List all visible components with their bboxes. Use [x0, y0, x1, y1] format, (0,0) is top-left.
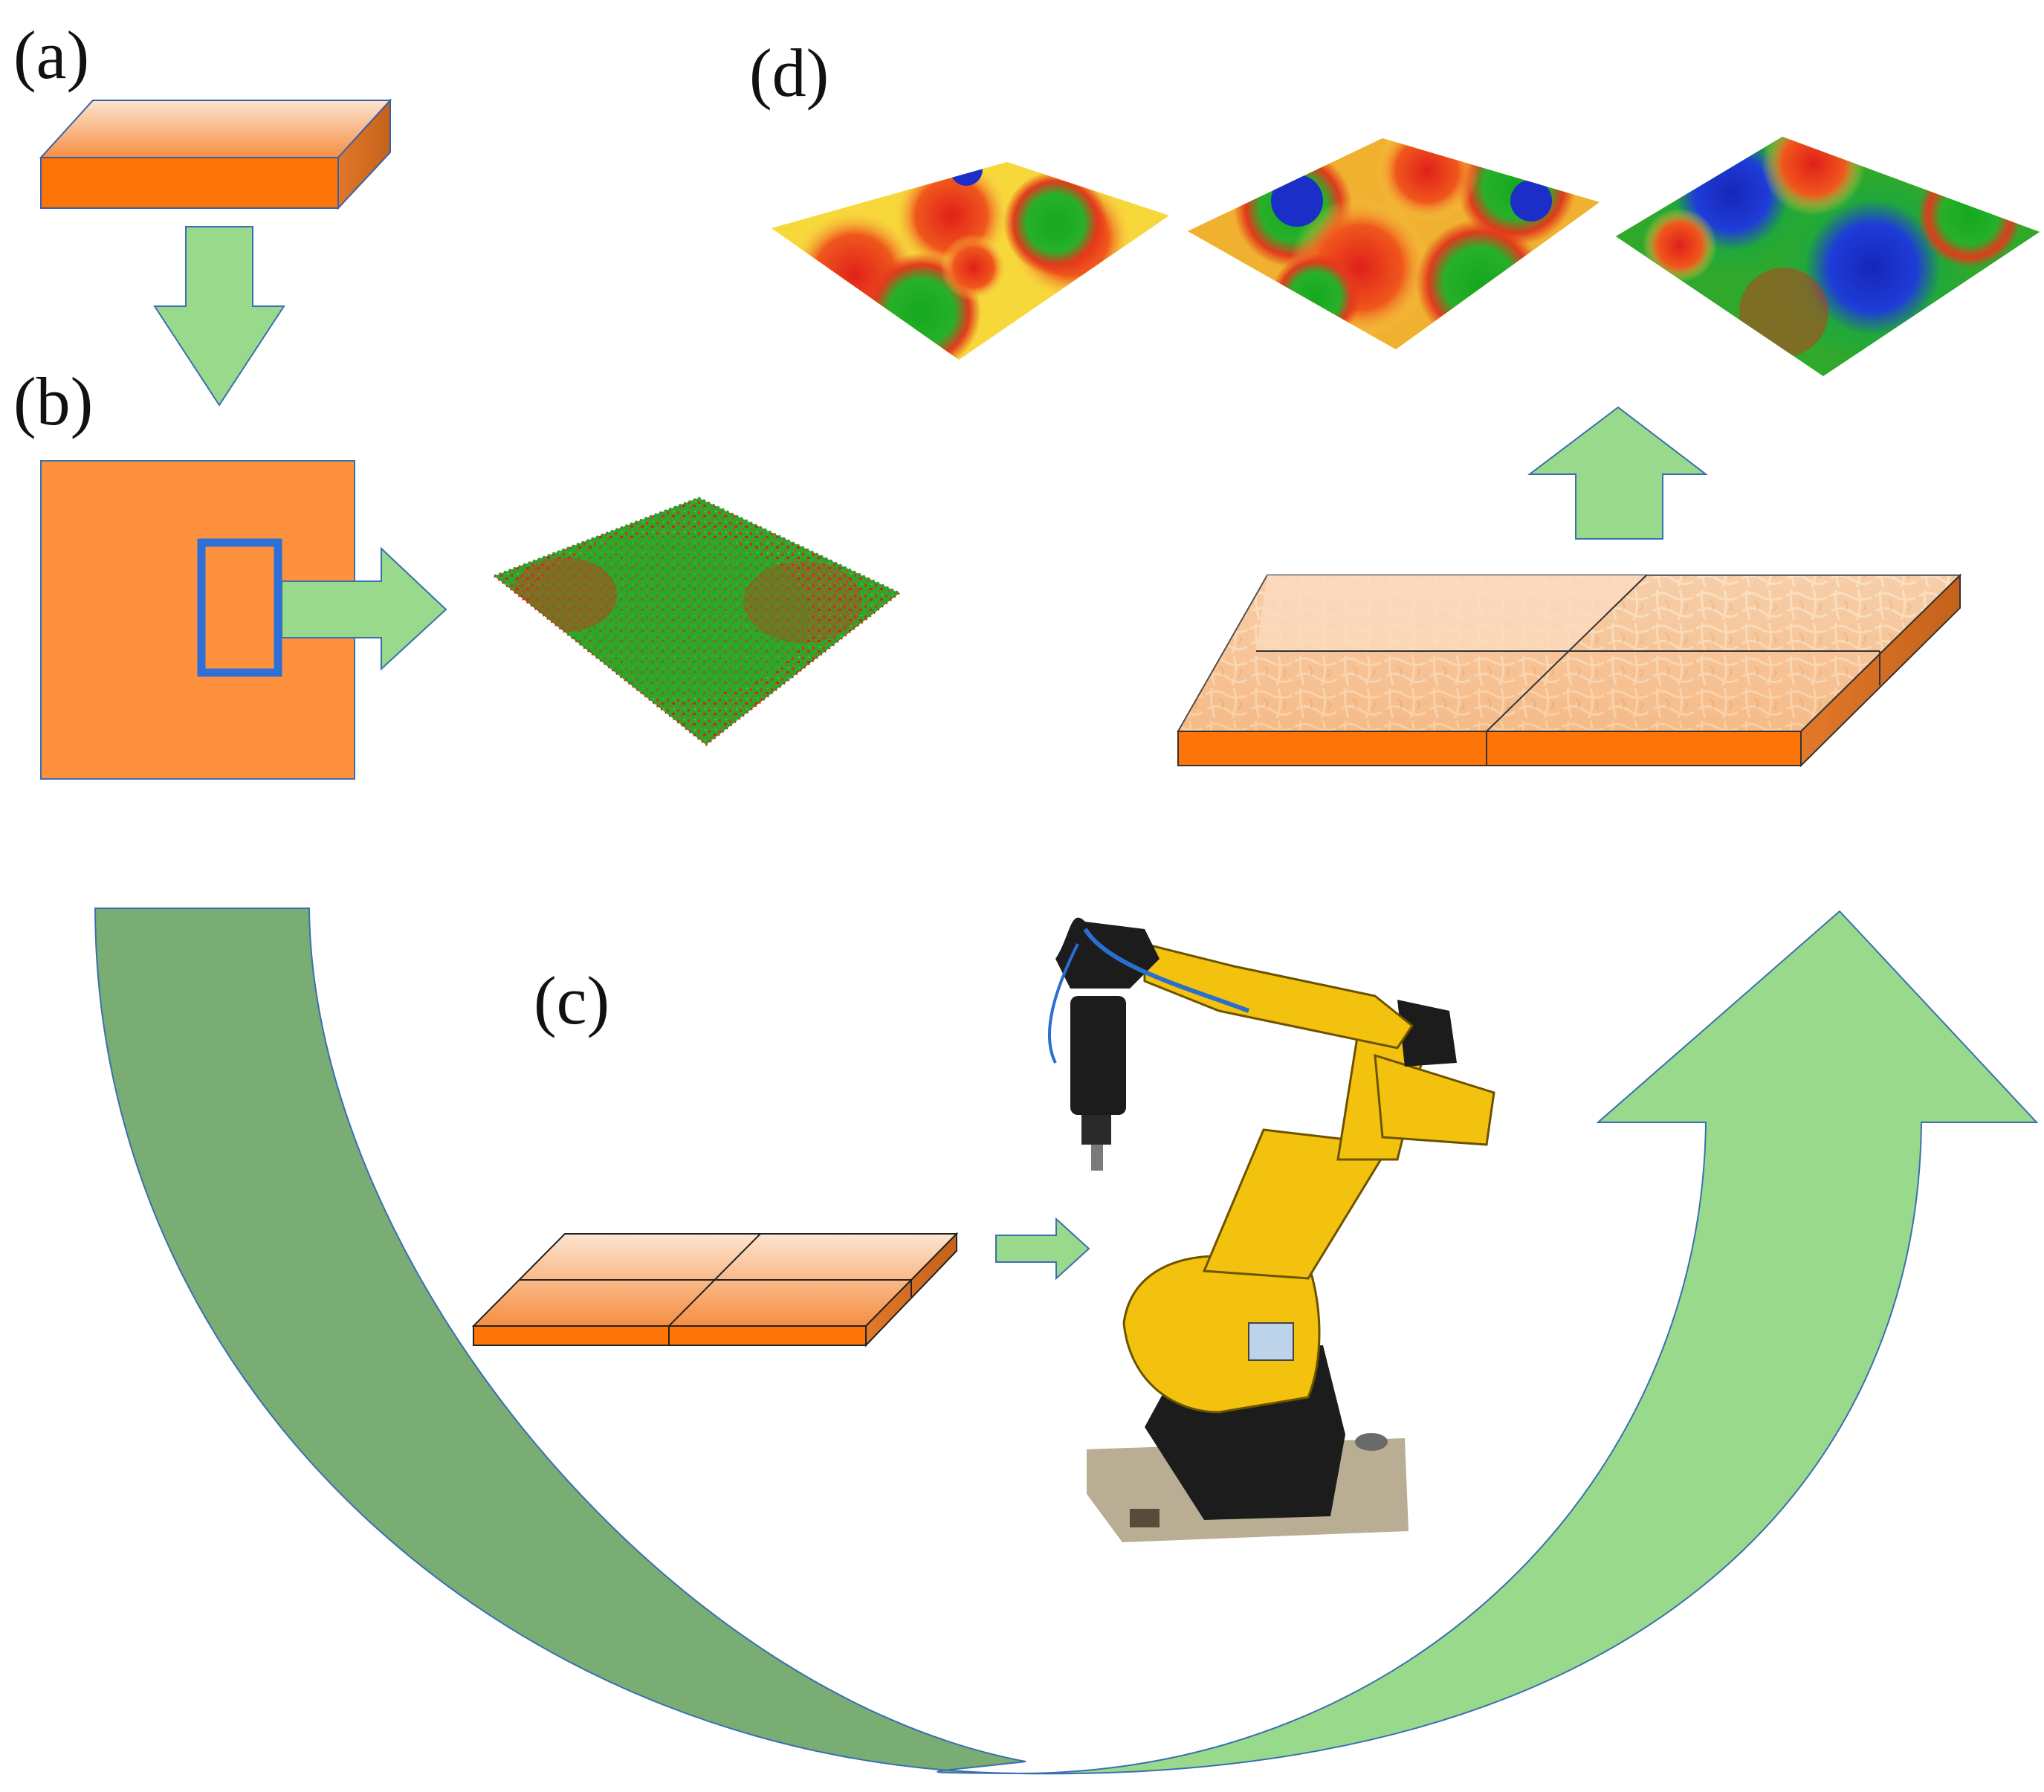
roi-box — [197, 538, 282, 677]
slab-a — [39, 98, 392, 210]
robot-arm — [1047, 917, 1495, 1542]
surface-topography-d3 — [1616, 137, 2040, 376]
patterned-plate-d — [1177, 573, 1962, 768]
label-b: (b) — [13, 363, 94, 439]
curved-arrow-left — [94, 908, 1026, 1774]
arrow-down-icon — [153, 226, 285, 407]
arrow-up-icon — [1527, 406, 1708, 540]
surface-topography-d2 — [1188, 138, 1600, 349]
curved-arrow-right — [1018, 910, 2039, 1775]
label-a: (a) — [13, 17, 90, 93]
label-d: (d) — [749, 35, 829, 111]
arrow-right-icon — [281, 546, 447, 671]
surface-topography-d1 — [772, 162, 1169, 360]
label-c: (c) — [534, 963, 610, 1038]
slab-c — [471, 1232, 959, 1348]
arrow-right-small-icon — [995, 1217, 1090, 1281]
surface-topography-b — [494, 496, 900, 746]
